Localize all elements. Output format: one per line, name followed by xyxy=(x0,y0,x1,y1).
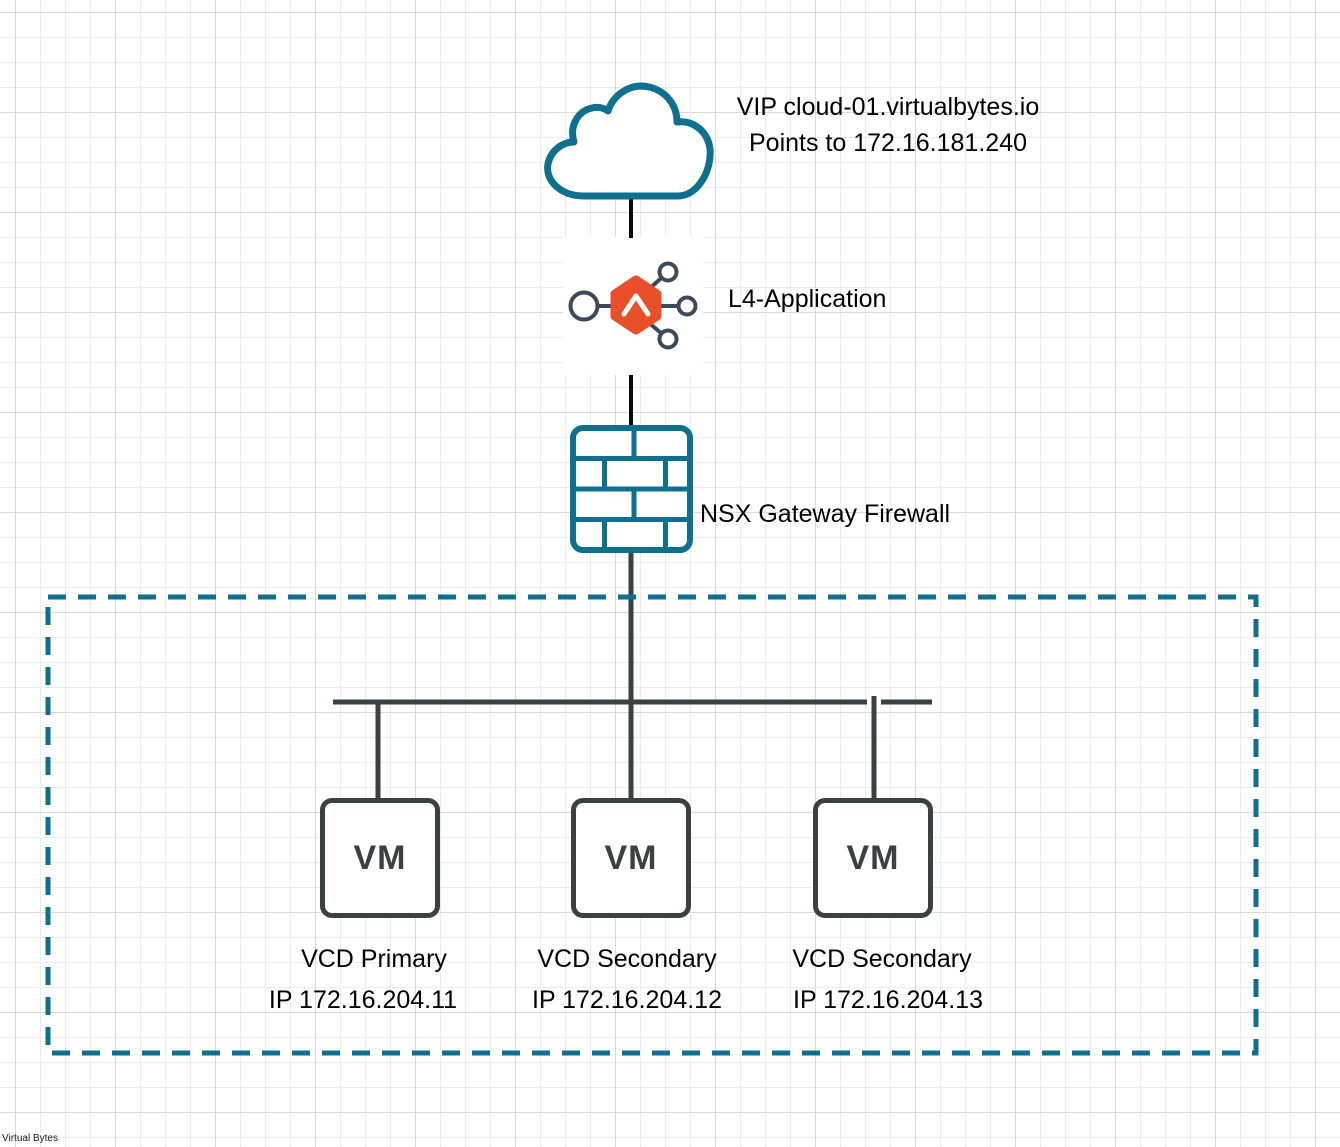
vm2-ip-label: IP 172.16.204.12 xyxy=(532,986,722,1014)
connector-firewall-to-vms xyxy=(333,550,932,798)
avi-load-balancer-icon xyxy=(568,261,698,350)
lb-icon-node-left xyxy=(568,290,600,322)
load-balancer-label: L4-Application xyxy=(728,285,887,313)
cloud-label-ip: Points to 172.16.181.240 xyxy=(748,129,1028,157)
lb-icon-node-right xyxy=(676,295,698,317)
lb-icon-node-topright xyxy=(657,261,679,283)
vm-box-label: VM xyxy=(846,838,900,877)
cloud-label: VIP cloud-01.virtualbytes.io Points to 1… xyxy=(737,89,1039,161)
cloud-label-vip: VIP cloud-01.virtualbytes.io xyxy=(736,93,1040,121)
vm-icon-2: VM xyxy=(571,798,691,918)
vm3-name-label: VCD Secondary xyxy=(792,945,972,973)
lb-icon-node-bottomright xyxy=(657,328,679,350)
lb-icon-hexagon xyxy=(610,275,662,335)
vm2-name-label: VCD Secondary xyxy=(537,945,717,973)
boundary-dashed-box xyxy=(45,594,1259,1056)
vm-box-label: VM xyxy=(604,838,658,877)
watermark: Virtual Bytes xyxy=(2,1133,58,1144)
firewall-icon xyxy=(570,425,693,553)
vm-icon-1: VM xyxy=(320,798,440,918)
lb-icon-chevron xyxy=(621,293,651,317)
vm1-ip-label: IP 172.16.204.11 xyxy=(268,986,458,1014)
firewall-label: NSX Gateway Firewall xyxy=(700,500,951,528)
vm-box-label: VM xyxy=(353,838,407,877)
cloud-icon xyxy=(544,82,714,200)
vm1-name-label: VCD Primary xyxy=(301,945,447,973)
vm-icon-3: VM xyxy=(813,798,933,918)
vm3-ip-label: IP 172.16.204.13 xyxy=(793,986,983,1014)
